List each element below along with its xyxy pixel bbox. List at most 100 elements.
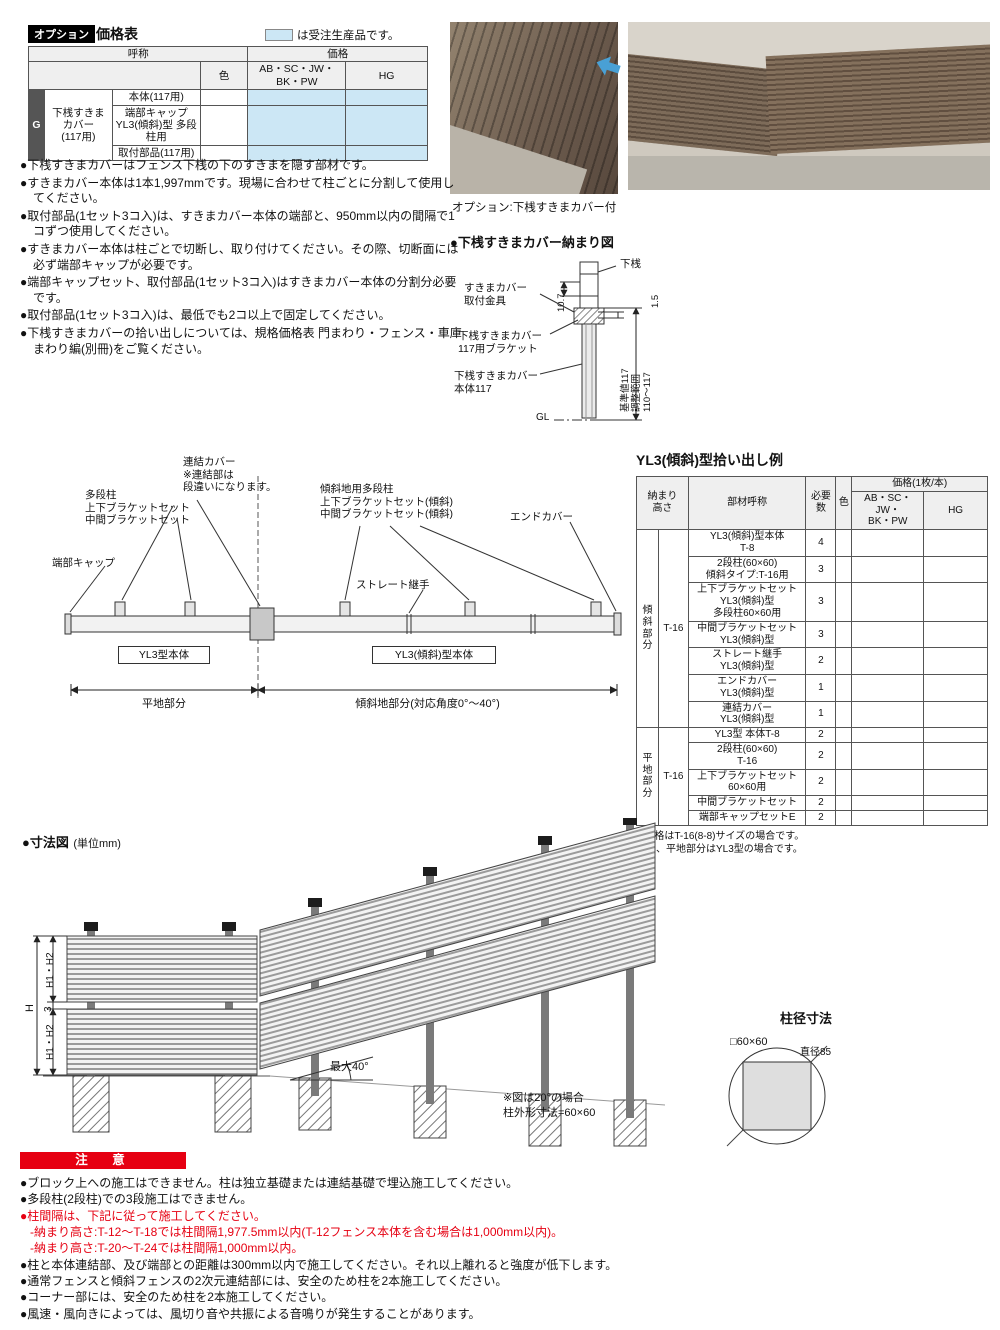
part-cell: YL3(傾斜)型本体 T-8 [687,529,807,557]
hiroidashi-footnote: ※価格はT-16(8-8)サイズの場合です。 また、平地部分はYL3型の場合です… [636,830,805,856]
col-price-header: 価格 [247,45,428,63]
label-straight-joint: ストレート継手 [356,579,430,591]
caution-item: -納まり高さ:T-12〜T-18では柱間隔1,977.5mm以内(T-12フェン… [30,1224,564,1239]
price-cell [851,727,925,743]
note-item: ●すきまカバー本体は柱ごとで切断し、取り付けてください。その際、切断面には必ず端… [20,241,459,272]
qty-cell: 3 [805,620,837,649]
price-cell [923,582,988,622]
note-item: ●下桟すきまカバーはフェンス下桟の下のすきまを隠す部材です。 [20,158,374,172]
caution-item: ●柱間隔は、下記に従って施工してください。 [20,1208,266,1223]
qty-cell: 3 [805,582,837,622]
color-cell [835,529,853,557]
note-item: ●すきまカバー本体は1本1,997mmです。現場に合わせて柱ごとに分割して使用し… [20,175,455,206]
caution-item: ●柱と本体連結部、及び端部との距離は300mm以内で施工してください。それ以上離… [20,1257,618,1272]
caution-item: ●風速・風向きによっては、風切り音や共振による音鳴りが発生することがあります。 [20,1306,481,1321]
price-cell [923,529,988,557]
caution-item: ●通常フェンスと傾斜フェンスの2次元連結部には、安全のため柱を2本施工してくださ… [20,1273,508,1288]
height-cell: T-16 [657,727,689,826]
caution-item: -納まり高さ:T-20〜T-24では柱間隔1,000mm以内。 [30,1241,304,1256]
hiroidashi-title: YL3(傾斜)型拾い出し例 [636,452,783,468]
price-cell [923,809,988,826]
color-cell [835,582,853,622]
price-cell [923,795,988,811]
price-cell [923,741,988,770]
group-slope-cell: 傾斜 部分 [636,529,659,729]
price-hg-header: HG [345,61,428,91]
part-cell: エンドカバー YL3(傾斜)型 [687,673,807,702]
label-slope-post: 傾斜地用多段柱 上下ブラケットセット(傾斜) 中間ブラケットセット(傾斜) [320,483,453,521]
price-cell [851,741,925,770]
part-cell: 端部キャップセットE [687,809,807,826]
price-hg-header: HG [923,490,988,531]
price-cell [345,144,428,162]
part-cell: YL3型 本体T-8 [687,727,807,743]
qty-cell: 2 [805,768,837,797]
dim-h1h2-bottom: H1・H2 [45,1024,56,1060]
price-cell [923,620,988,649]
col-price-header: 価格(1枚/本) [851,476,988,492]
item-cell: 取付部品(117用) [111,144,201,162]
color-cell [835,809,853,826]
label-max-angle: 最大40° [330,1061,369,1073]
group-mark-cell: G [28,89,45,161]
color-cell [835,700,853,729]
part-cell: ストレート継手 YL3(傾斜)型 [687,647,807,675]
label-cover-bracket: 下桟すきまカバー 117用ブラケット [458,330,542,355]
price-colors-header: AB・SC・JW・BK・PW [247,61,347,91]
label-multistage-post: 多段柱 上下ブラケットセット 中間ブラケットセット [85,489,190,527]
option-price-table: 呼称 価格 色 AB・SC・JW・BK・PW HG G 下桟すきま カバー (1… [27,45,428,162]
part-cell: 2段柱(60×60) T-16 [687,741,807,770]
caution-item: ●多段柱(2段柱)での3段施工はできません。 [20,1192,253,1207]
hiroidashi-section: YL3(傾斜)型拾い出し例 納まり 高さ 部材呼称 必要数 色 価格(1枚/本)… [636,450,992,857]
sunpou-title: ●寸法図 (単位mm) [22,832,121,852]
part-cell: 連結カバー YL3(傾斜)型 [687,700,807,729]
color-cell [835,647,853,675]
col-color-header: 色 [199,61,249,91]
color-cell [835,620,853,649]
usage-notes: ●下桟すきまカバーはフェンス下桟の下のすきまを隠す部材です。 ●すきまカバー本体… [20,158,466,359]
post-size-label: □60×60 [730,1036,768,1048]
label-slope-zone: 傾斜地部分(対応角度0°〜40°) [355,698,500,710]
price-colors-header: AB・SC・JW・ BK・PW [851,490,925,531]
part-cell: 2段柱(60×60) 傾斜タイプ:T-16用 [687,555,807,584]
sunpou-title-text: ●寸法図 [22,835,69,850]
price-cell [851,768,925,797]
part-cell: 上下ブラケットセット 60×60用 [687,768,807,797]
price-cell [851,529,925,557]
price-cell [345,89,428,106]
price-cell [851,673,925,702]
empty-header-cell [28,61,201,91]
photo-fence-right [765,43,990,155]
col-height-header: 納まり 高さ [636,475,689,531]
dim-3: 3 [43,1006,54,1012]
price-cell [851,795,925,811]
dim-h1h2-top: H1・H2 [45,952,56,988]
label-lower-rail: 下桟 [620,258,641,270]
color-cell [199,89,249,106]
label-slope-body: YL3(傾斜)型本体 [372,646,496,664]
dim-10-7: 10.7 [556,293,567,313]
label-cover-body: 下桟すきまカバー 本体117 [454,370,538,395]
price-cell [923,673,988,702]
osamari-title: ●下桟すきまカバー納まり図 [450,235,614,250]
note-item: ●取付部品(1セット3コ入)は、すきまカバー本体の端部と、950mm以内の間隔で… [20,208,455,239]
sunpou-note: ※図は20°の場合 柱外形寸法=60×60 [503,1092,596,1119]
photo-fence-left [628,53,787,157]
qty-cell: 2 [805,727,837,743]
option-badge: オプション [28,25,95,43]
sunpou-unit: (単位mm) [73,838,121,850]
price-cell [247,144,347,162]
dimension-drawing [33,818,665,1147]
col-color-header: 色 [835,475,853,531]
product-photo-closeup [450,22,618,194]
dim-h: H [24,1004,36,1012]
price-cell [923,647,988,675]
dim-1-5: 1.5 [650,294,661,308]
label-end-cover: エンドカバー [510,511,573,523]
label-joint-cover: 連結カバー ※連結部は 段違いになります。 [183,456,277,494]
caution-item: ●ブロック上への施工はできません。柱は独立基礎または連結基礎で埋込施工してくださ… [20,1176,519,1190]
photo-ground-strip [628,156,990,190]
price-cell [851,582,925,622]
qty-cell: 4 [805,529,837,557]
note-item: ●端部キャップセット、取付部品(1セット3コ入)はすきまカバー本体の分割分必要で… [20,275,457,305]
